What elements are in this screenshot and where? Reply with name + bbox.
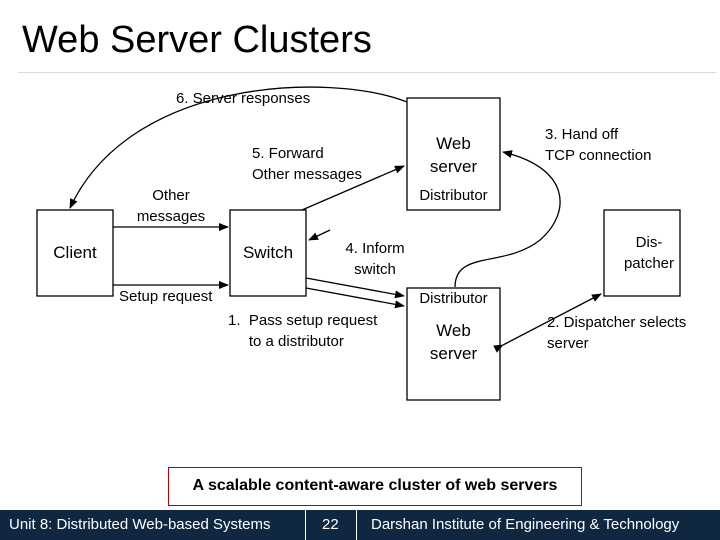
dispatcher-selects-arrow	[493, 293, 602, 353]
footer-divider-left	[305, 510, 306, 540]
web-server-top-label: Web server	[429, 134, 478, 176]
hand-off-label: 3. Hand off TCP connection	[545, 126, 652, 164]
forward-messages-label: 5. Forward Other messages	[252, 145, 363, 183]
inform-switch-arrow	[308, 229, 331, 241]
server-responses-arrow	[69, 86, 408, 209]
switch-label: Switch	[242, 243, 294, 262]
other-messages-label: Other messages	[136, 187, 206, 225]
slide-title: Web Server Clusters	[22, 19, 372, 61]
distributor-top-label: Distributor	[419, 187, 488, 204]
title-divider	[18, 72, 716, 73]
pass-setup-arrow-a	[305, 277, 405, 299]
client-label: Client	[53, 243, 97, 262]
forward-messages-arrow	[301, 165, 405, 211]
setup-request-label: Setup request	[119, 288, 213, 305]
dispatcher-box	[603, 209, 681, 297]
pass-setup-label: 1. Pass setup request to a distributor	[228, 312, 378, 350]
switch-box	[229, 209, 307, 297]
web-server-bottom-label: Web server	[429, 321, 478, 363]
footer-institute: Darshan Institute of Engineering & Techn…	[371, 516, 680, 533]
inform-switch-label: 4. Inform switch	[345, 240, 405, 278]
footer-course: Unit 8: Distributed Web-based Systems	[9, 516, 271, 533]
distributor-bottom-label: Distributor	[419, 290, 488, 307]
client-box	[36, 209, 114, 297]
server-responses-label: 6. Server responses	[176, 90, 311, 107]
footer-page-number: 22	[322, 516, 339, 533]
web-server-top-box	[406, 97, 501, 211]
footer-divider-right	[356, 510, 357, 540]
dispatcher-selects-label: 2. Dispatcher selects server	[547, 314, 687, 352]
pass-setup-arrow-b	[305, 287, 405, 309]
footer-bar: Unit 8: Distributed Web-based Systems 22…	[0, 510, 720, 540]
hand-off-tcp-arrow	[454, 150, 561, 288]
diagram-caption: A scalable content-aware cluster of web …	[168, 467, 582, 506]
dispatcher-label: Dis- patcher	[623, 234, 675, 272]
